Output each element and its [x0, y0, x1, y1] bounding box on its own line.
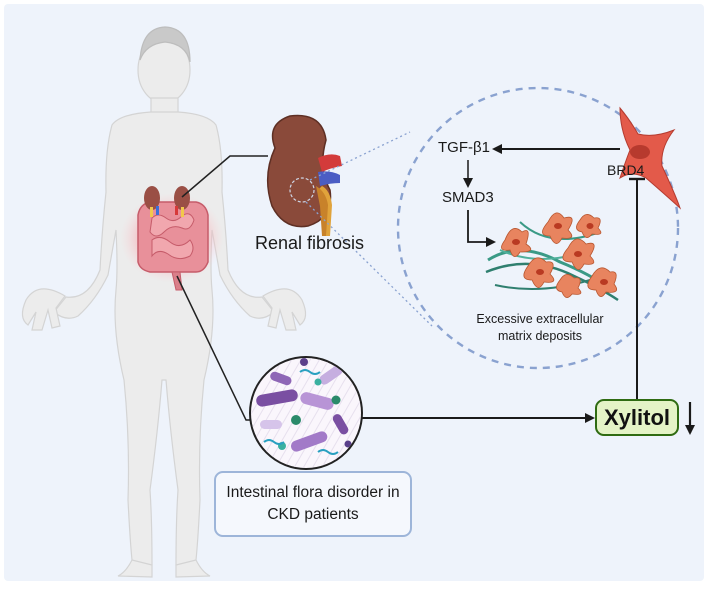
flora-disorder-box: Intestinal flora disorder in CKD patient… [214, 471, 412, 537]
flora-disorder-label: Intestinal flora disorder in CKD patient… [226, 484, 400, 523]
intestine-icon [137, 186, 209, 291]
zoom-line-top [309, 131, 411, 181]
ecm-deposits-label: Excessive extracellular matrix deposits [476, 312, 604, 343]
smad-to-ecm-arrow [467, 210, 496, 247]
fibroblast-icon [619, 106, 682, 210]
xylitol-box: Xylitol [595, 399, 679, 436]
zoom-circle [396, 86, 680, 370]
bacteria-icon [249, 356, 363, 470]
brd4-label: BRD4 [607, 162, 645, 178]
kidney-icon [266, 114, 342, 236]
fibroblast-cluster-icon [485, 212, 619, 302]
xylitol-label: Xylitol [603, 404, 670, 430]
zoom-line-bottom [305, 201, 433, 327]
smad3-label: SMAD3 [442, 189, 494, 206]
renal-fibrosis-label: Renal fibrosis [255, 233, 365, 253]
tgf-beta1-label: TGF-β1 [438, 139, 490, 156]
pointer-line-kidney [181, 155, 268, 198]
